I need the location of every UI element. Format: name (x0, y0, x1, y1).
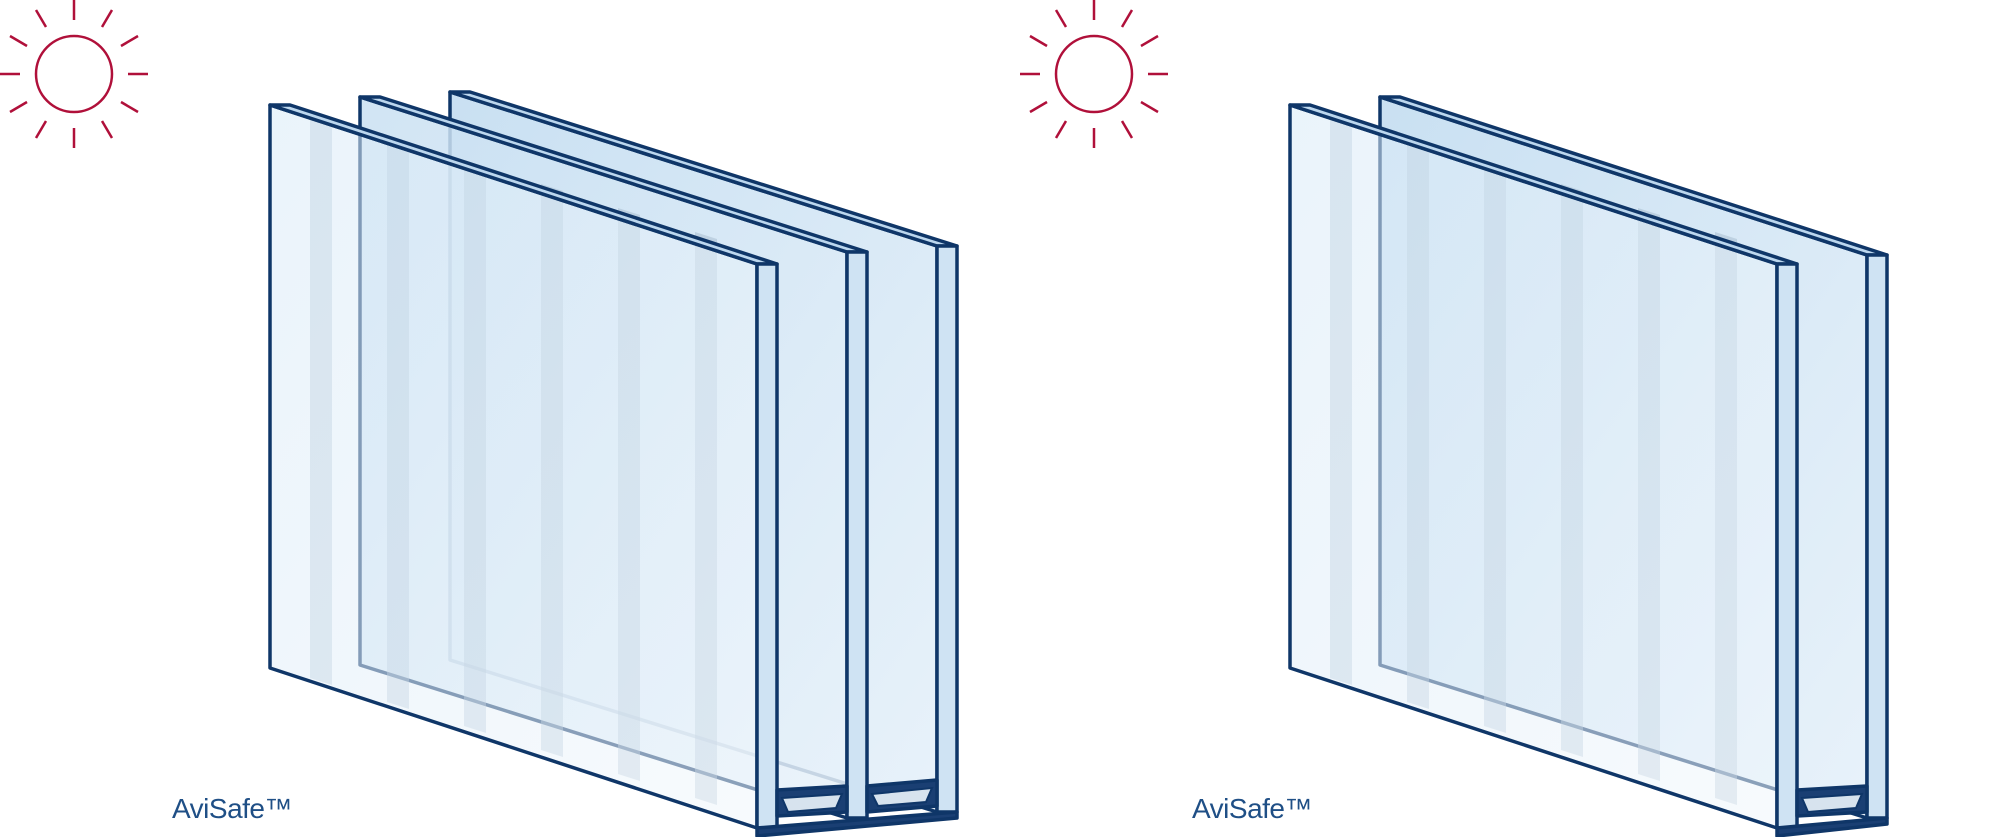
double-glazing-diagram: AviSafe™ (1020, 0, 2000, 837)
product-caption: AviSafe™ (172, 793, 293, 824)
frame-base (1775, 816, 1889, 837)
frame-base (755, 810, 959, 837)
glass-pane-front (268, 103, 779, 830)
product-caption: AviSafe™ (1192, 793, 1313, 824)
triple-glazing-illustration (0, 0, 959, 837)
double-glazing-illustration (1020, 0, 1889, 837)
sun-icon (0, 0, 148, 148)
triple-glazing-diagram: AviSafe™ (0, 0, 959, 837)
sun-icon (1020, 0, 1168, 148)
glass-pane-front (1288, 103, 1799, 830)
